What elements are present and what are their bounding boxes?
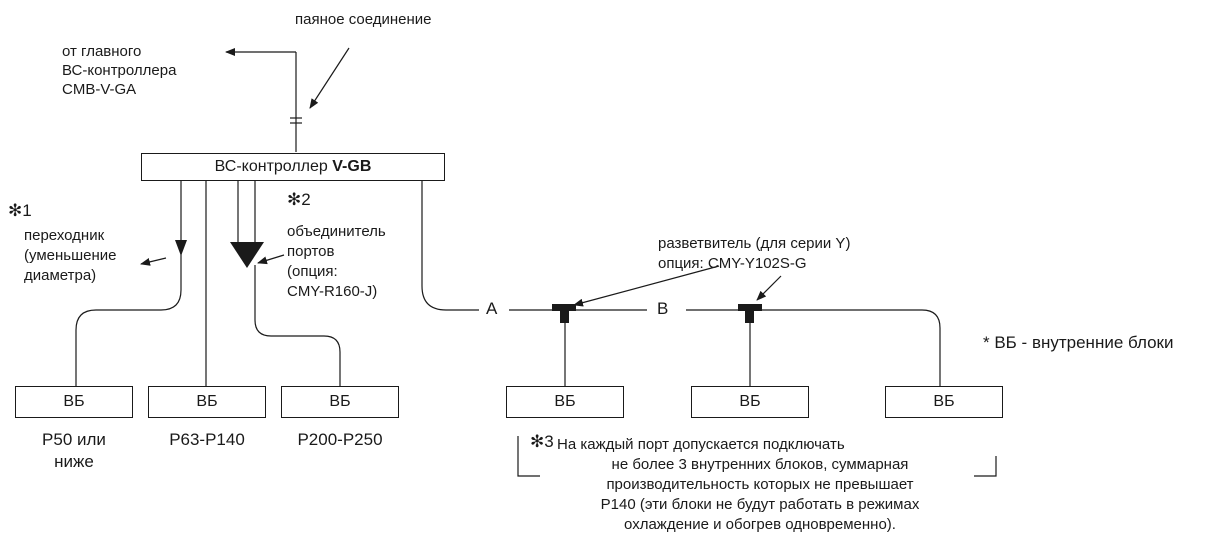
note1-line-2: (уменьшение [24, 247, 117, 264]
joiner-arrow [257, 254, 285, 265]
solder-arrow [309, 47, 350, 109]
port-joiner-icon [230, 242, 264, 268]
segment-b-label: B [657, 299, 669, 318]
reducer-arrow [140, 257, 167, 266]
pipe-to-branch [421, 180, 479, 311]
indoor-unit-box: ВБ [506, 386, 624, 418]
note3-bracket-right [974, 456, 997, 477]
pipe-ports-merged [254, 265, 341, 386]
capacity-p200-label: P200-P250 [297, 430, 383, 449]
note2-mark: ✻2 [287, 190, 311, 209]
note3-line-3: производительность которых не превышает [606, 476, 914, 493]
solder-joint-label: паяное соединение [295, 11, 432, 28]
indoor-unit-box: ВБ [885, 386, 1003, 418]
note3-line-4: P140 (эти блоки не будут работать в режи… [600, 496, 920, 513]
branch-joint-1-icon [552, 304, 576, 311]
pipe-port-1 [75, 289, 182, 386]
bc-controller-model: V-GB [332, 158, 372, 175]
indoor-unit-box: ВБ [15, 386, 133, 418]
bc-controller-prefix: ВС-контроллер [214, 158, 333, 175]
indoor-unit-label: ВБ [329, 393, 351, 410]
note3-line-5: охлаждение и обогрев одновременно). [624, 516, 896, 533]
note2-line-3: (опция: [287, 263, 338, 280]
note3-line-1: На каждый порт допускается подключать [557, 436, 845, 453]
note1-line-3: диаметра) [24, 267, 97, 284]
note2-line-4: CMY-R160-J) [287, 283, 378, 300]
branch-arrow-2 [756, 275, 782, 301]
note2-line-1: объединитель [287, 223, 386, 240]
indoor-unit-box: ВБ [691, 386, 809, 418]
segment-a-label: A [486, 299, 498, 318]
note3-mark: ✻3 [530, 432, 554, 451]
indoor-unit-box: ВБ [281, 386, 399, 418]
branch-arrow-1 [573, 265, 720, 307]
capacity-p50-line-1: P50 или [42, 430, 106, 449]
indoor-unit-label: ВБ [739, 393, 761, 410]
capacity-p50-line-2: ниже [54, 452, 94, 471]
note1-mark: ✻1 [8, 201, 32, 220]
pipe-to-last-unit [760, 309, 941, 386]
indoor-unit-label: ВБ [554, 393, 576, 410]
note3-bracket-left [517, 436, 540, 477]
reducer-icon [175, 240, 187, 256]
branch-joint-2-icon [738, 304, 762, 311]
bc-controller-box: ВС-контроллер V-GB [141, 153, 445, 181]
indoor-unit-box: ВБ [148, 386, 266, 418]
main-controller-line-3: CMB-V-GA [62, 81, 137, 98]
indoor-unit-label: ВБ [63, 393, 85, 410]
branch-label-line-2: опция: CMY-Y102S-G [658, 255, 807, 272]
indoor-unit-label: ВБ [196, 393, 218, 410]
main-controller-line-1: от главного [62, 43, 142, 60]
note3-line-2: не более 3 внутренних блоков, суммарная [611, 456, 909, 473]
note2-line-2: портов [287, 243, 335, 260]
capacity-p63-label: P63-P140 [169, 430, 245, 449]
note1-line-1: переходник [24, 227, 105, 244]
main-controller-line-2: ВС-контроллера [62, 62, 177, 79]
branch-label-line-1: разветвитель (для серии Y) [658, 235, 851, 252]
indoor-unit-label: ВБ [933, 393, 955, 410]
legend-text: * ВБ - внутренние блоки [983, 333, 1174, 352]
